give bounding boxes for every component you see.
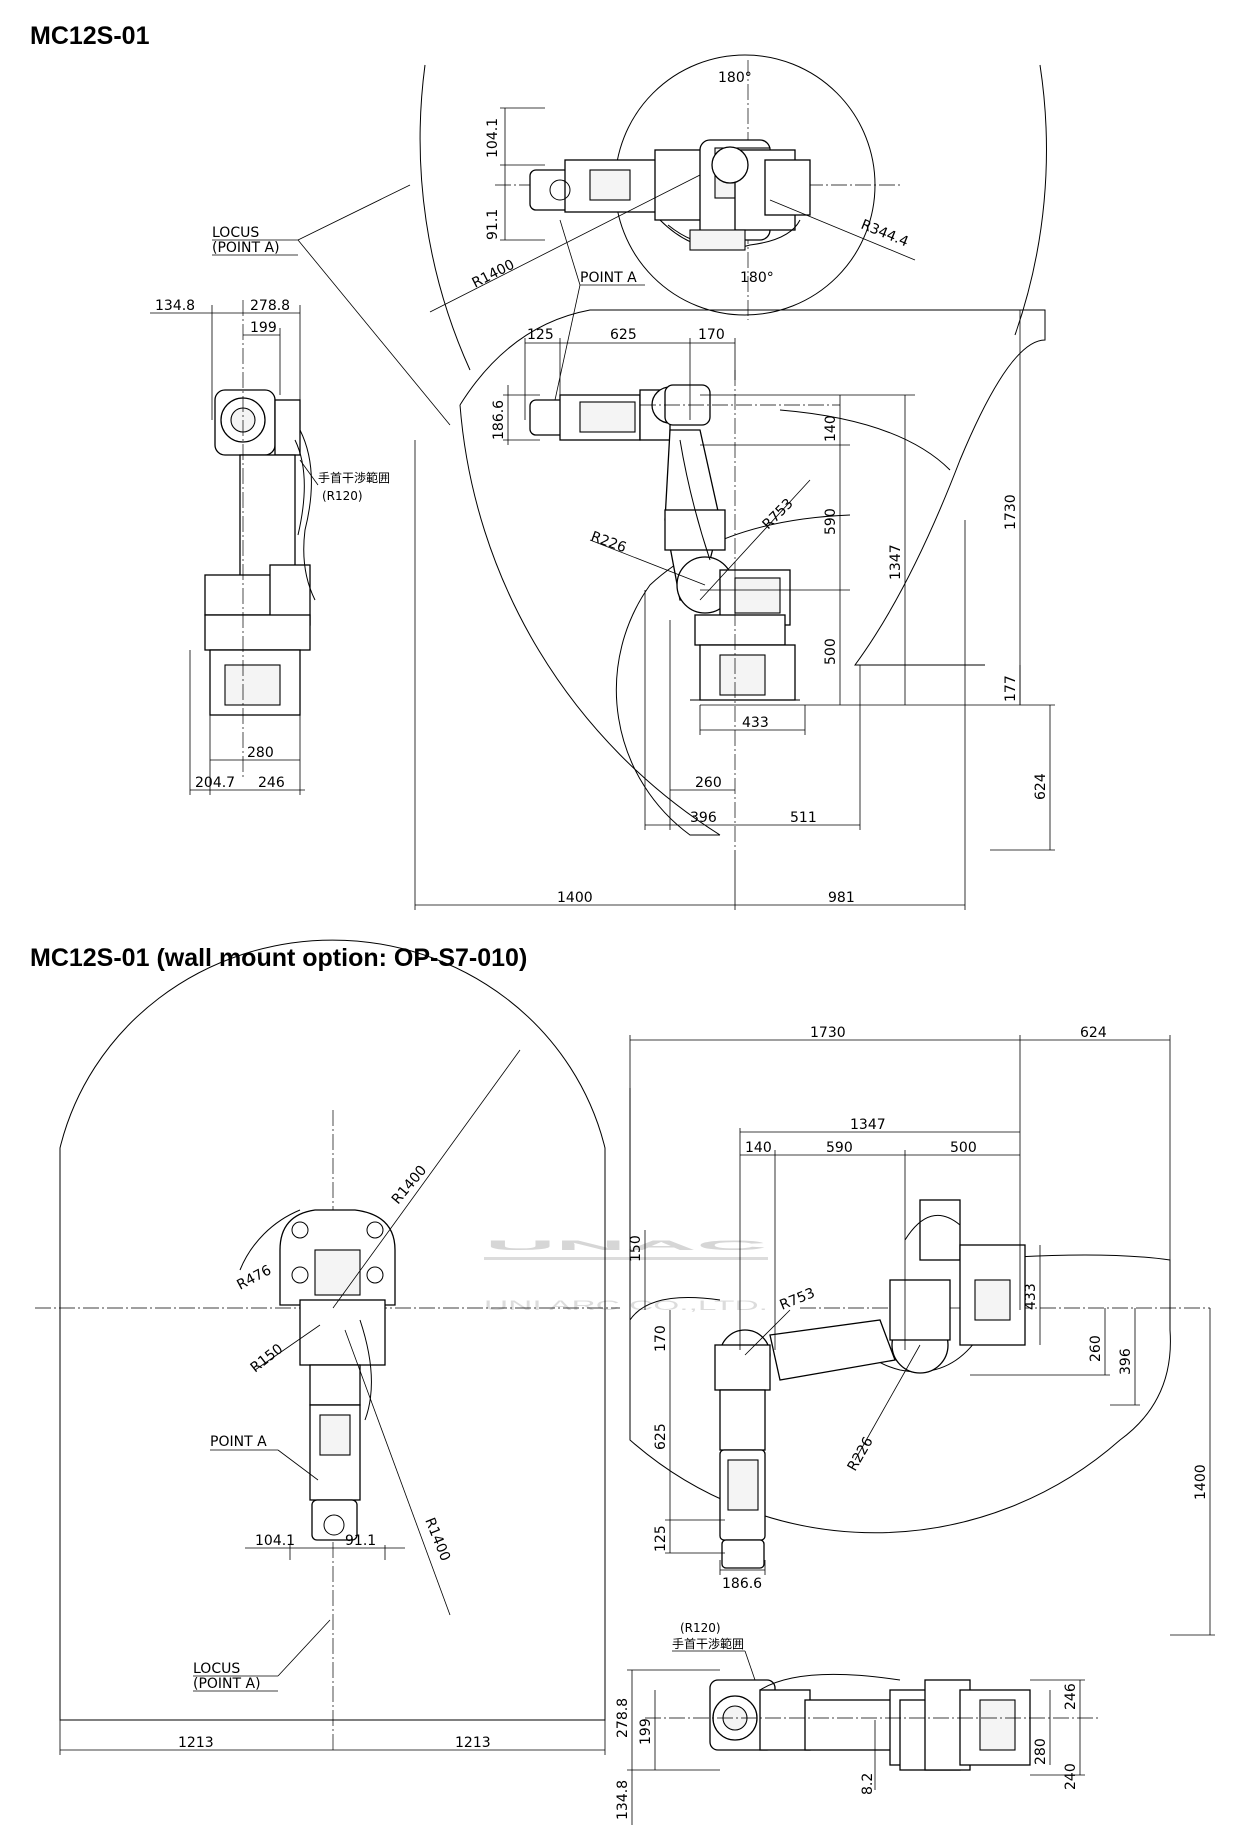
angle-top-label: 180° [718, 70, 752, 86]
wrist-radius-wall: (R120) [680, 1621, 721, 1635]
dim-278-8: 278.8 [250, 298, 290, 314]
dim-91-1-wall: 91.1 [345, 1533, 376, 1549]
dim-246-wall: 246 [1063, 1683, 1079, 1710]
watermark-company: UNI ARC CO.,LTD. [484, 1297, 768, 1313]
robot-wall-bottom [709, 1673, 1031, 1771]
radius-1400-wall-upper: R1400 [389, 1163, 430, 1208]
dim-511: 511 [790, 810, 817, 826]
dim-590: 590 [823, 508, 839, 535]
dim-125-wall: 125 [653, 1525, 669, 1552]
dim-280-floor: 280 [247, 745, 274, 761]
radius-753-floor: R753 [760, 496, 797, 533]
robot-top-view [529, 139, 811, 251]
dim-199-wall: 199 [638, 1718, 654, 1745]
robot-side-view [529, 384, 800, 701]
radius-344-4: R344.4 [859, 217, 911, 251]
robot-wall-side [714, 1199, 1026, 1569]
dim-1730: 1730 [1003, 494, 1019, 530]
wall-bottom-view: (R120) 手首干渉範囲 278.8 199 134.8 8.2 [615, 1621, 1100, 1825]
wrist-label-wall: 手首干渉範囲 [672, 1636, 744, 1651]
wrist-radius-floor: (R120) [322, 489, 363, 503]
dim-134-8-wall: 134.8 [615, 1780, 631, 1820]
dim-170: 170 [698, 327, 725, 343]
floor-top-view: 180° 180° 104.1 91.1 R344.4 R [212, 54, 1047, 426]
wall-circle-view: R476 R150 R1400 R1400 POINT A 104.1 91.1… [35, 939, 620, 1755]
locus-wall-line1: LOCUS [193, 1661, 240, 1677]
dim-396-wall: 396 [1118, 1348, 1134, 1375]
dim-1213-right: 1213 [455, 1735, 491, 1751]
dim-125: 125 [527, 327, 554, 343]
dim-91-1: 91.1 [485, 209, 501, 240]
floor-front-view: 134.8 278.8 199 手首干渉範囲 (R120) 280 204.7 … [150, 298, 390, 795]
dim-199: 199 [250, 320, 277, 336]
point-a-label-top: POINT A [580, 270, 637, 286]
dim-8-2: 8.2 [860, 1773, 876, 1795]
dim-134-8: 134.8 [155, 298, 195, 314]
radius-226-floor: R226 [589, 529, 629, 557]
radius-753-wall: R753 [778, 1285, 818, 1313]
dim-104-1-wall: 104.1 [255, 1533, 295, 1549]
dim-246-floor: 246 [258, 775, 285, 791]
point-a-label-wall: POINT A [210, 1434, 267, 1450]
dim-590-wall: 590 [826, 1140, 853, 1156]
dim-150-wall: 150 [628, 1235, 644, 1262]
dim-186-6: 186.6 [491, 400, 507, 440]
dim-140: 140 [823, 415, 839, 442]
dim-1213-left: 1213 [178, 1735, 214, 1751]
dim-396: 396 [690, 810, 717, 826]
radius-226-wall: R226 [845, 1434, 877, 1474]
dim-433: 433 [742, 715, 769, 731]
robot-wall-circle [279, 1209, 396, 1541]
locus-arc-right [1014, 64, 1047, 336]
radius-476: R476 [234, 1262, 274, 1293]
watermark-logo: UNAC [485, 1237, 767, 1253]
radius-150: R150 [248, 1341, 287, 1376]
dim-170-wall: 170 [653, 1325, 669, 1352]
wall-side-view: 1730 624 1347 140 590 500 150 170 625 12… [628, 1025, 1215, 1636]
dim-260: 260 [695, 775, 722, 791]
dim-140-wall: 140 [745, 1140, 772, 1156]
locus-wall-line2: (POINT A) [193, 1676, 261, 1692]
dim-433-wall: 433 [1023, 1283, 1039, 1310]
radius-1400-wall-lower: R1400 [421, 1516, 453, 1564]
locus-arc-left [419, 64, 471, 371]
dim-1400-floor: 1400 [557, 890, 593, 906]
robot-front-view [204, 389, 316, 716]
wrist-label-floor: 手首干渉範囲 [318, 470, 390, 485]
dim-625-wall: 625 [653, 1423, 669, 1450]
dim-260-wall: 260 [1088, 1335, 1104, 1362]
dim-625: 625 [610, 327, 637, 343]
radius-1400-top: R1400 [470, 257, 518, 292]
dim-1730-wall: 1730 [810, 1025, 846, 1041]
dim-240-wall: 240 [1063, 1763, 1079, 1790]
floor-side-view: 125 625 170 186.6 140 590 500 1347 1730 … [414, 309, 1055, 910]
angle-bottom-label: 180° [740, 270, 774, 286]
dim-177: 177 [1003, 675, 1019, 702]
dim-104-1: 104.1 [485, 118, 501, 158]
dim-1347: 1347 [888, 544, 904, 580]
dim-1347-wall: 1347 [850, 1117, 886, 1133]
locus-label-line2: (POINT A) [212, 240, 280, 256]
dim-280-wall: 280 [1033, 1738, 1049, 1765]
dim-204-7: 204.7 [195, 775, 235, 791]
wall-mount-heading: MC12S-01 (wall mount option: OP-S7-010) [30, 944, 528, 972]
dim-186-6-wall: 186.6 [722, 1576, 762, 1592]
dim-624-wall: 624 [1080, 1025, 1107, 1041]
dim-1400-wall: 1400 [1193, 1464, 1209, 1500]
locus-label-line1: LOCUS [212, 225, 259, 241]
dim-278-8-wall: 278.8 [615, 1698, 631, 1738]
floor-mount-heading: MC12S-01 [30, 22, 150, 50]
dim-500-wall: 500 [950, 1140, 977, 1156]
dim-624: 624 [1033, 773, 1049, 800]
watermark: UNAC UNI ARC CO.,LTD. [484, 1237, 768, 1313]
dim-500: 500 [823, 638, 839, 665]
dim-981: 981 [828, 890, 855, 906]
